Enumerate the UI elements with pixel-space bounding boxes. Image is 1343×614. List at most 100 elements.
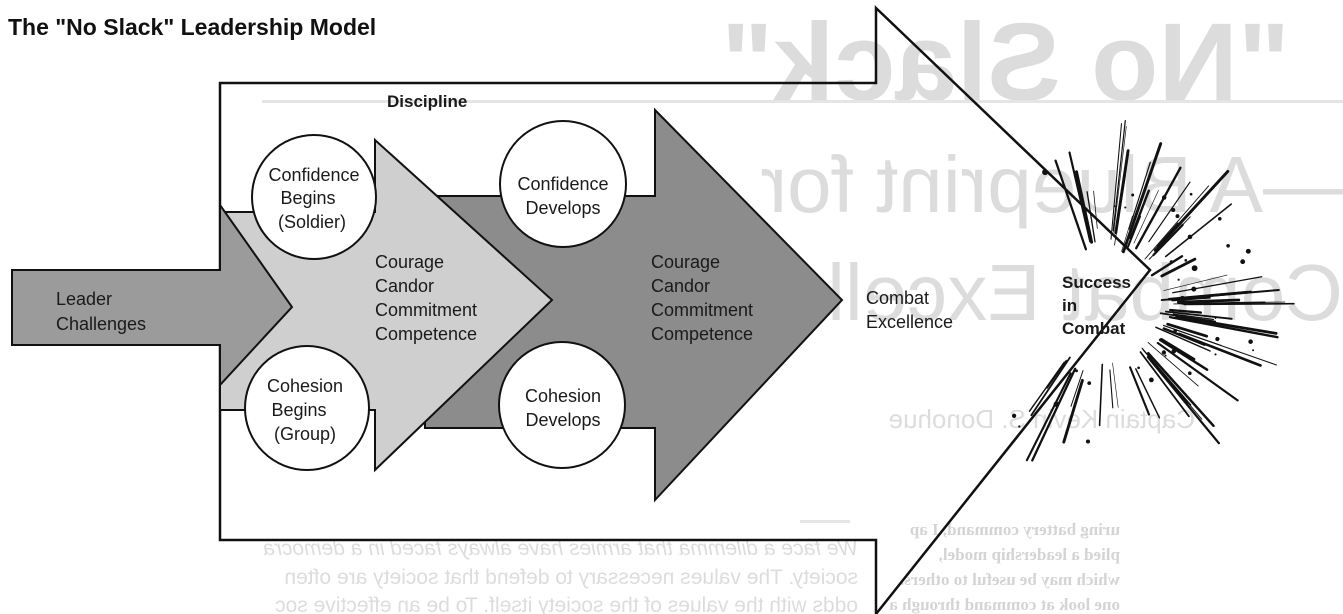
discipline-arrow: [218, 5, 1152, 614]
starburst-speck: [1172, 268, 1176, 272]
starburst-streak: [1162, 324, 1222, 347]
excellence-line-1: Combat: [866, 288, 929, 308]
success-line-3: Combat: [1062, 319, 1126, 338]
starburst-streak: [1129, 189, 1150, 240]
starburst-speck: [1149, 377, 1154, 383]
success-line-2: in: [1062, 296, 1077, 315]
starburst-speck: [1113, 205, 1116, 208]
starburst-streak: [1110, 123, 1123, 240]
starburst-speck: [1214, 317, 1217, 320]
starburst-speck: [1214, 353, 1217, 356]
starburst-speck: [1011, 413, 1017, 418]
starburst-speck: [1189, 192, 1193, 196]
starburst-streak: [1156, 341, 1239, 402]
virtues-2-competence: Competence: [651, 324, 753, 344]
bleed-col-1: uring battery command, I ap: [910, 520, 1120, 539]
bleed-body-2: society. The values necessary to defend …: [284, 566, 858, 589]
starburst-speck: [1131, 193, 1135, 197]
starburst-speck: [1053, 401, 1060, 407]
starburst-streak: [1153, 169, 1230, 252]
starburst-streak: [1128, 161, 1151, 230]
starburst-streak: [1146, 355, 1221, 445]
starburst-streak: [1030, 356, 1071, 417]
starburst-speck: [1184, 259, 1188, 262]
starburst-speck: [1179, 295, 1186, 302]
starburst-speck: [1169, 260, 1174, 264]
cohesion-develops-circle: [498, 341, 626, 469]
starburst-speck: [1124, 206, 1127, 209]
leader-label-line-2: Challenges: [56, 314, 146, 334]
starburst-streak: [1147, 351, 1215, 428]
starburst-speck: [1161, 195, 1167, 200]
starburst-streak: [1093, 190, 1098, 229]
starburst-streak: [1159, 337, 1196, 361]
virtues-2-candor: Candor: [651, 276, 710, 296]
cohesion-begins-line-2: Begins: [271, 400, 326, 420]
starburst-speck: [1240, 259, 1246, 265]
confidence-begins-line-3: (Soldier): [278, 212, 346, 232]
success-line-1: Success: [1062, 273, 1131, 292]
confidence-develops-circle: [499, 120, 627, 248]
bleed-heading-1: "No Slack": [721, 1, 1290, 124]
starburst-streak: [1156, 222, 1179, 247]
starburst-streak: [1147, 342, 1199, 387]
starburst-streak: [1086, 191, 1096, 243]
starburst-speck: [1191, 265, 1198, 272]
confidence-develops-line-1: Confidence: [517, 174, 608, 194]
starburst-streak: [1046, 359, 1067, 389]
leader-label-line-1: Leader: [56, 289, 112, 309]
starburst-streak: [1144, 185, 1210, 260]
starburst-speck: [1171, 348, 1177, 354]
starburst-speck: [1175, 214, 1180, 219]
starburst-streak: [1163, 274, 1228, 291]
excellence-line-2: Excellence: [866, 312, 953, 332]
bleed-col-3: which may be useful to others.: [900, 570, 1120, 589]
starburst-streak: [1168, 308, 1203, 314]
starburst-speck: [1164, 354, 1167, 357]
starburst-streak: [1176, 298, 1241, 304]
starburst-streak: [1112, 362, 1119, 408]
virtues-1-commitment: Commitment: [375, 300, 477, 320]
starburst-streak: [1121, 215, 1133, 252]
starburst-speck: [1171, 207, 1176, 213]
starburst-speck: [1245, 248, 1251, 254]
starburst-streak: [1070, 370, 1084, 407]
confidence-begins-circle: [251, 134, 377, 260]
starburst-streak: [1121, 142, 1163, 254]
starburst-streak: [1133, 190, 1159, 244]
starburst-speck: [1161, 350, 1167, 355]
starburst-streak: [1129, 366, 1151, 416]
starburst-streak: [1166, 322, 1209, 338]
virtues-2-courage: Courage: [651, 252, 720, 272]
bleed-col-4: one look at command through a: [889, 595, 1120, 614]
starburst-streak: [1139, 351, 1190, 418]
starburst-speck: [1087, 381, 1092, 385]
starburst-streak: [1168, 315, 1279, 339]
starburst-streak: [1142, 349, 1203, 420]
starburst-streak: [1135, 166, 1182, 250]
starburst-streak: [1135, 368, 1161, 419]
starburst-speck: [1252, 349, 1255, 352]
bleed-body-1: We face a dilemma that armies have alway…: [263, 537, 858, 560]
starburst-speck: [1018, 425, 1021, 428]
starburst-speck: [1191, 286, 1197, 292]
starburst-streak: [1098, 363, 1104, 427]
starburst-speck: [1215, 336, 1220, 342]
starburst-streak: [1164, 203, 1232, 258]
starburst-speck: [1248, 339, 1253, 344]
starburst-streak: [1109, 369, 1114, 409]
starburst-streak: [1155, 326, 1211, 352]
starburst-streak: [1150, 255, 1184, 277]
starburst-speck: [1187, 234, 1193, 240]
starburst-streak: [1172, 276, 1263, 294]
starburst-speck: [1137, 366, 1140, 370]
bleed-col-2: plied a leadership model,: [939, 545, 1120, 564]
confidence-begins-line-2: Begins: [280, 188, 335, 208]
virtues-1-candor: Candor: [375, 276, 434, 296]
starburst-streak: [1113, 126, 1127, 233]
starburst-streak: [1172, 313, 1215, 321]
bleed-heading-2: —A Blueprint for: [761, 140, 1343, 229]
starburst-speck: [1226, 243, 1230, 248]
starburst-speck: [1085, 439, 1091, 444]
starburst-streak: [1028, 361, 1066, 412]
